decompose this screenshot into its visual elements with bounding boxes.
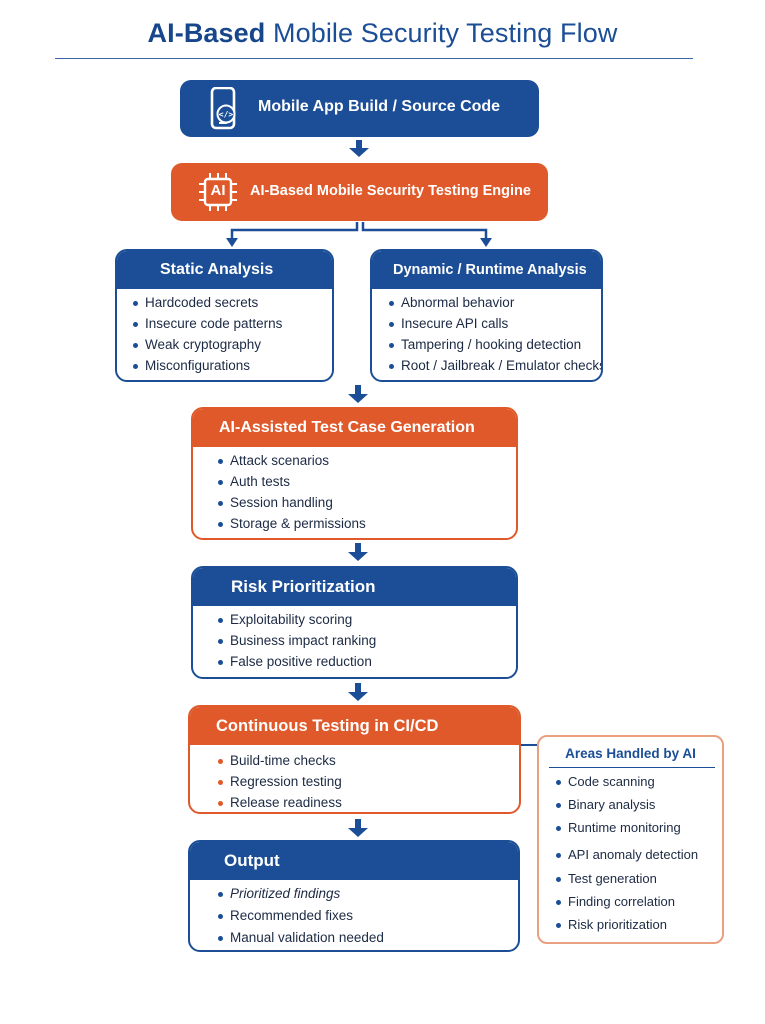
list-item: Session handling xyxy=(218,495,516,516)
title-divider xyxy=(55,58,693,59)
test-generation-header: AI-Assisted Test Case Generation xyxy=(193,409,516,447)
list-item: Attack scenarios xyxy=(218,453,516,474)
list-item: Auth tests xyxy=(218,474,516,495)
ai-chip-text: AI xyxy=(210,182,226,199)
list-item: False positive reduction xyxy=(218,654,516,675)
cicd-title: Continuous Testing in CI/CD xyxy=(216,716,439,735)
list-item: Hardcoded secrets xyxy=(133,295,332,316)
engine-box: AI AI-Based Mobile Security Testing Engi… xyxy=(171,163,548,221)
list-item: Code scanning xyxy=(556,774,722,797)
static-analysis-header: Static Analysis xyxy=(117,251,332,289)
risk-prioritization-header: Risk Prioritization xyxy=(193,568,516,606)
list-item: Insecure API calls xyxy=(389,316,601,337)
output-header: Output xyxy=(190,842,518,880)
list-item: Storage & permissions xyxy=(218,516,516,537)
test-generation-title: AI-Assisted Test Case Generation xyxy=(219,419,475,436)
list-item: Misconfigurations xyxy=(133,358,332,379)
side-connector xyxy=(521,744,537,746)
list-item: Finding correlation xyxy=(556,894,722,917)
list-item: Binary analysis xyxy=(556,797,722,820)
cicd-card: Continuous Testing in CI/CD Build-time c… xyxy=(188,705,521,814)
areas-handled-list-wrap: Code scanning Binary analysis Runtime mo… xyxy=(539,771,722,943)
title-rest: Mobile Security Testing Flow xyxy=(265,18,618,48)
cicd-list: Build-time checks Regression testing Rel… xyxy=(190,745,519,812)
list-item: Weak cryptography xyxy=(133,337,332,358)
engine-label: AI-Based Mobile Security Testing Engine xyxy=(250,183,531,199)
list-item: Prioritized findings xyxy=(218,886,518,908)
test-generation-list: Attack scenarios Auth tests Session hand… xyxy=(193,447,516,537)
list-item: Build-time checks xyxy=(218,753,519,774)
list-item: Tampering / hooking detection xyxy=(389,337,601,358)
list-item: Risk prioritization xyxy=(556,917,722,940)
source-code-label: Mobile App Build / Source Code xyxy=(258,98,501,115)
areas-handled-title: Areas Handled by AI xyxy=(565,746,696,761)
output-card: Output Prioritized findings Recommended … xyxy=(188,840,520,952)
dynamic-analysis-card: Dynamic / Runtime Analysis Abnormal beha… xyxy=(370,249,603,382)
output-list: Prioritized findings Recommended fixes M… xyxy=(190,880,518,950)
list-item: Business impact ranking xyxy=(218,633,516,654)
risk-prioritization-title: Risk Prioritization xyxy=(231,577,376,596)
areas-handled-list: Code scanning Binary analysis Runtime mo… xyxy=(539,771,722,940)
dynamic-analysis-list: Abnormal behavior Insecure API calls Tam… xyxy=(372,289,601,379)
risk-prioritization-card: Risk Prioritization Exploitability scori… xyxy=(191,566,518,679)
list-item: Test generation xyxy=(556,871,722,894)
list-item: Exploitability scoring xyxy=(218,612,516,633)
list-item: Recommended fixes xyxy=(218,908,518,930)
static-analysis-card: Static Analysis Hardcoded secrets Insecu… xyxy=(115,249,334,382)
title-bold: AI-Based xyxy=(147,18,266,48)
areas-handled-panel: Areas Handled by AI Code scanning Binary… xyxy=(537,735,724,944)
list-item: Insecure code patterns xyxy=(133,316,332,337)
test-generation-card: AI-Assisted Test Case Generation Attack … xyxy=(191,407,518,540)
list-item: Root / Jailbreak / Emulator checks xyxy=(389,358,601,379)
mobile-code-icon: </> xyxy=(206,86,240,136)
svg-text:</>: </> xyxy=(219,110,234,119)
list-item: Manual validation needed xyxy=(218,930,518,950)
ai-chip-icon: AI xyxy=(197,171,239,218)
list-item: Abnormal behavior xyxy=(389,295,601,316)
list-item: Regression testing xyxy=(218,774,519,795)
output-title: Output xyxy=(224,851,280,870)
dynamic-analysis-title: Dynamic / Runtime Analysis xyxy=(393,262,587,278)
list-item: Release readiness xyxy=(218,795,519,812)
list-item: Runtime monitoring xyxy=(556,820,722,847)
cicd-header: Continuous Testing in CI/CD xyxy=(190,707,519,745)
split-connector xyxy=(226,222,492,247)
areas-handled-divider xyxy=(549,767,715,768)
risk-prioritization-list: Exploitability scoring Business impact r… xyxy=(193,606,516,675)
static-analysis-title: Static Analysis xyxy=(160,261,274,278)
list-item: API anomaly detection xyxy=(556,847,722,871)
page-title: AI-Based Mobile Security Testing Flow xyxy=(0,18,765,49)
dynamic-analysis-header: Dynamic / Runtime Analysis xyxy=(372,251,601,289)
source-code-box: </> Mobile App Build / Source Code xyxy=(180,80,539,137)
static-analysis-list: Hardcoded secrets Insecure code patterns… xyxy=(117,289,332,379)
